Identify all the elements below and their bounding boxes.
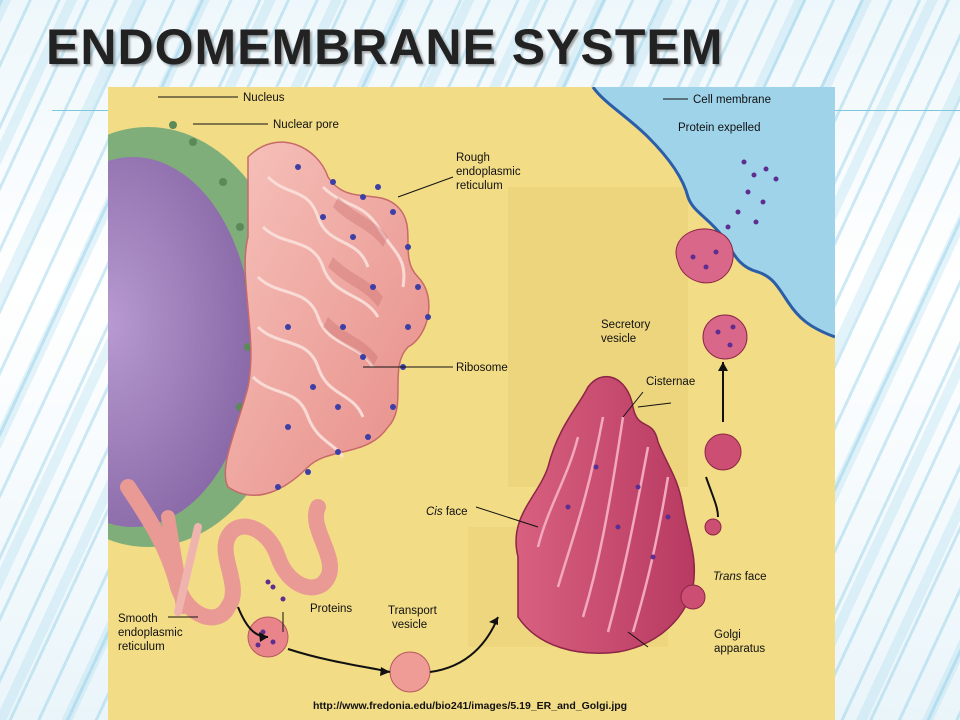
diagram-svg: Nucleus Nuclear pore Rough endoplasmic r… bbox=[108, 87, 835, 720]
label-cell-membrane: Cell membrane bbox=[693, 94, 771, 106]
nucleus bbox=[108, 157, 253, 527]
rough-er bbox=[120, 141, 430, 626]
golgi-apparatus bbox=[247, 228, 748, 693]
label-trans-face: Trans face bbox=[713, 571, 766, 583]
ribosomes bbox=[275, 164, 431, 490]
label-golgi-1: Golgi bbox=[714, 629, 741, 641]
label-nucleus: Nucleus bbox=[243, 92, 285, 104]
label-trans-face-rest: face bbox=[742, 571, 767, 583]
label-golgi-2: apparatus bbox=[714, 643, 765, 655]
label-ribosome: Ribosome bbox=[456, 362, 508, 374]
secretory-vesicle bbox=[702, 314, 748, 360]
label-rough-er-3: reticulum bbox=[456, 180, 503, 192]
protein-dots bbox=[255, 159, 779, 648]
label-transport-vesicle-2: vesicle bbox=[392, 619, 427, 631]
label-secretory-vesicle-1: Secretory bbox=[601, 319, 650, 331]
label-rough-er-2: endoplasmic bbox=[456, 166, 521, 178]
exocytosis-vesicle bbox=[675, 228, 734, 284]
leader-lines bbox=[158, 96, 688, 648]
label-proteins: Proteins bbox=[310, 603, 352, 615]
transport-vesicle bbox=[389, 651, 431, 693]
label-transport-vesicle-1: Transport bbox=[388, 605, 438, 617]
arrowheads bbox=[259, 362, 728, 676]
label-secretory-vesicle-2: vesicle bbox=[601, 333, 636, 345]
extracellular-region bbox=[593, 87, 835, 337]
label-nuclear-pore: Nuclear pore bbox=[273, 119, 339, 131]
endomembrane-diagram: Nucleus Nuclear pore Rough endoplasmic r… bbox=[108, 87, 835, 720]
label-smooth-er-3: reticulum bbox=[118, 641, 165, 653]
label-protein-expelled: Protein expelled bbox=[678, 122, 760, 134]
title-rule-right bbox=[835, 110, 960, 111]
label-smooth-er-2: endoplasmic bbox=[118, 627, 183, 639]
label-smooth-er-1: Smooth bbox=[118, 613, 158, 625]
label-cis-face-italic: Cis bbox=[426, 506, 443, 518]
label-rough-er-1: Rough bbox=[456, 152, 490, 164]
label-trans-face-italic: Trans bbox=[713, 571, 742, 583]
label-cis-face-rest: face bbox=[443, 506, 468, 518]
source-url: http://www.fredonia.edu/bio241/images/5.… bbox=[313, 700, 627, 712]
label-cis-face: Cis face bbox=[426, 506, 468, 518]
title-rule-left bbox=[52, 110, 108, 111]
slide-title: ENDOMEMBRANE SYSTEM bbox=[46, 19, 724, 75]
label-cisternae: Cisternae bbox=[646, 376, 695, 388]
